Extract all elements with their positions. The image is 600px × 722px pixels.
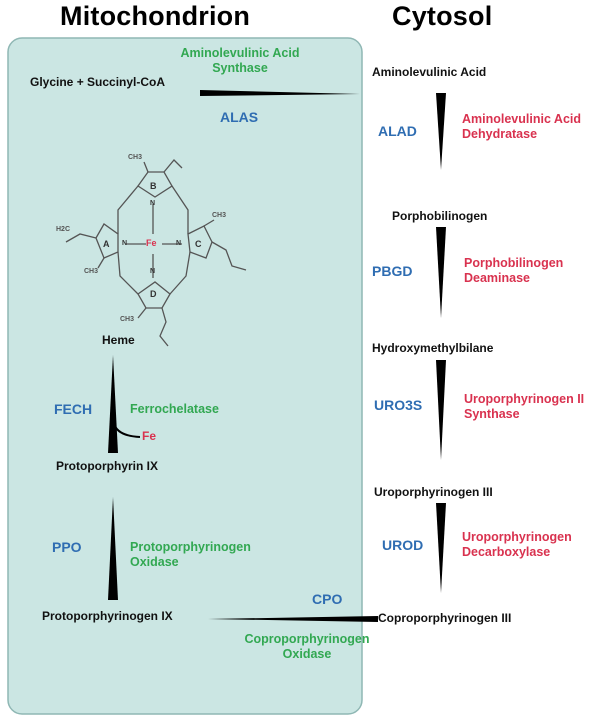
nitrogen-label-top: N [150,200,156,207]
alas-name: Aminolevulinic Acid Synthase [170,46,310,76]
alas-arrow [200,90,360,96]
ppo-arrow [108,497,118,600]
fech-name: Ferrochelatase [130,402,219,416]
ring-a-label: A [103,239,110,249]
ppo-name: Protoporphyrinogen Oxidase [130,540,251,570]
urod-name-line1: Uroporphyrinogen [462,530,572,544]
heme-molecule [65,159,247,347]
ring-b-label: B [150,181,157,191]
fech-abbr: FECH [54,401,93,417]
protoporphyrinogen-ix-label: Protoporphyrinogen IX [42,609,173,623]
aminolevulinic-acid-label: Aminolevulinic Acid [372,65,487,79]
nitrogen-label-bottom: N [150,268,156,275]
ring-d-label: D [150,289,157,299]
uro3s-abbr: URO3S [374,397,423,413]
alas-name-line2: Synthase [212,61,268,75]
protoporphyrin-ix-label: Protoporphyrin IX [56,459,158,473]
uro3s-name-line1: Uroporphyrinogen II [464,392,585,406]
uroporphyrinogen-iii-label: Uroporphyrinogen III [374,485,493,499]
pbgd-arrow [436,227,446,318]
methyl-label-c: CH3 [212,212,227,219]
hydroxymethylbilane-label: Hydroxymethylbilane [372,341,494,355]
coproporphyrinogen-iii-label: Coproporphyrinogen III [378,611,512,625]
pbgd-abbr: PBGD [372,263,413,279]
heme-iron-label: Fe [146,238,157,248]
alad-name: Aminolevulinic Acid Dehydratase [462,112,581,142]
urod-arrow [436,503,446,593]
nitrogen-label-left: N [122,240,128,247]
alas-abbr: ALAS [220,109,259,125]
alas-name-line1: Aminolevulinic Acid [180,46,300,60]
ppo-name-line2: Oxidase [130,555,179,569]
alad-abbr: ALAD [378,123,417,139]
pbgd-name-line2: Deaminase [464,271,531,285]
heme-label: Heme [102,333,135,347]
cpo-arrow [208,616,378,622]
nitrogen-label-right: N [176,240,182,247]
methyl-label-a: CH3 [84,268,99,275]
urod-name: Uroporphyrinogen Decarboxylase [462,530,572,560]
ring-c-label: C [195,239,202,249]
mitochondrion-compartment [7,37,363,715]
mitochondrion-header: Mitochondrion [60,1,251,31]
cytosol-header: Cytosol [392,1,493,31]
methyl-label-b: CH3 [128,154,143,161]
ppo-name-line1: Protoporphyrinogen [130,540,251,554]
uro3s-arrow [436,360,446,460]
uro3s-name: Uroporphyrinogen II Synthase [464,392,584,422]
pbgd-name: Porphobilinogen Deaminase [464,256,563,286]
pbgd-name-line1: Porphobilinogen [464,256,564,270]
urod-abbr: UROD [382,537,424,553]
iron-label: Fe [142,429,157,443]
cpo-abbr: CPO [312,591,343,607]
cpo-name-line1: Coproporphyrinogen [244,632,370,646]
cpo-name: Coproporphyrinogen Oxidase [232,632,382,662]
methyl-label-d: CH3 [120,316,135,323]
alad-name-line1: Aminolevulinic Acid [462,112,582,126]
urod-name-line2: Decarboxylase [462,545,551,559]
alad-arrow [436,93,446,170]
fe-input-curve [113,423,141,438]
glycine-succinyl-coa-label: Glycine + Succinyl-CoA [30,75,166,89]
uro3s-name-line2: Synthase [464,407,520,421]
vinyl-label-a: H2C [56,226,71,233]
cpo-name-line2: Oxidase [282,647,332,661]
ppo-abbr: PPO [52,539,82,555]
porphobilinogen-label: Porphobilinogen [392,209,488,223]
alad-name-line2: Dehydratase [462,127,538,141]
